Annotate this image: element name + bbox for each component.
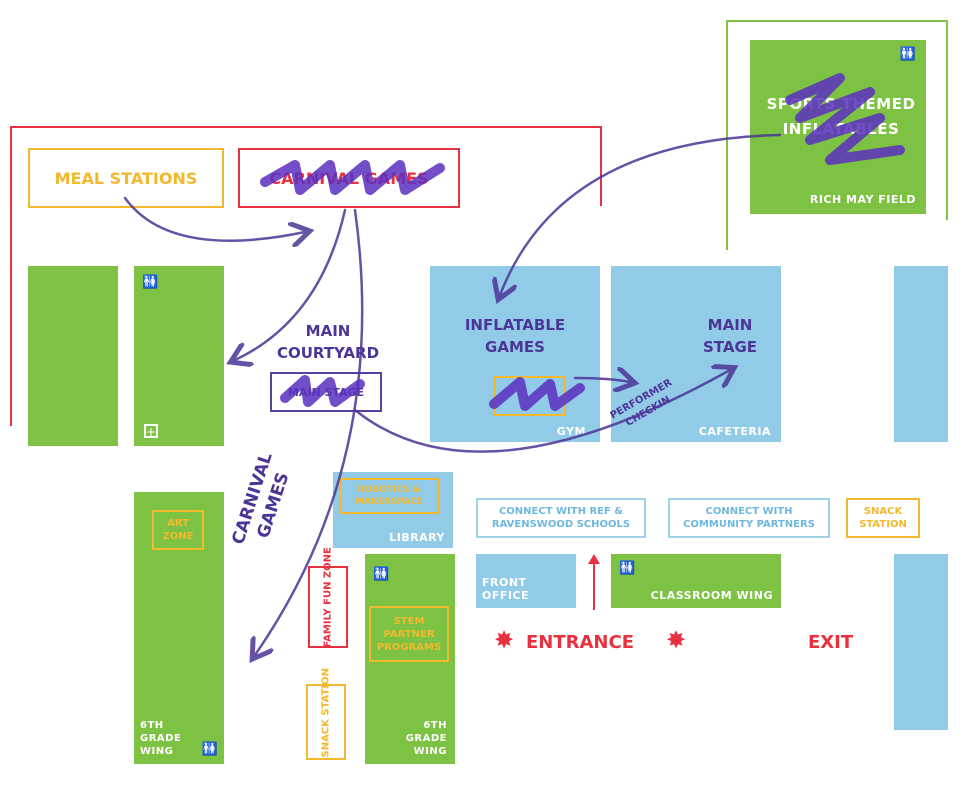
arrow-field-to-gym bbox=[500, 133, 782, 295]
field-boundary-left-ext bbox=[726, 20, 728, 250]
robotics-box: ROBOTICS & MAKERSPACE bbox=[339, 478, 439, 514]
classroom-wing-label: CLASSROOM WING bbox=[650, 589, 773, 602]
cafeteria-building: MAIN STAGE CAFETERIA bbox=[611, 266, 781, 442]
library-label: LIBRARY bbox=[389, 531, 445, 544]
star-icon: ✸ bbox=[494, 626, 515, 654]
snack-station-right-box: SNACK STATION bbox=[846, 498, 920, 538]
main-courtyard-label: MAIN COURTYARD bbox=[276, 322, 380, 362]
classroom-wing-building: 🚻 CLASSROOM WING bbox=[611, 554, 781, 608]
gym-building: INFLATABLE GAMES GYM bbox=[430, 266, 600, 442]
entrance-arrowhead bbox=[588, 554, 600, 564]
first-aid-icon: + bbox=[144, 424, 158, 439]
front-office-label: FRONT OFFICE bbox=[482, 576, 530, 602]
arrow-gym-to-stage bbox=[573, 378, 630, 382]
scribble-field bbox=[785, 73, 905, 165]
sixth-grade-wing-left: ART ZONE 6TH GRADE WING 🚻 bbox=[134, 492, 224, 764]
gym-label: GYM bbox=[556, 425, 586, 438]
building-right-top bbox=[894, 266, 948, 442]
snack-station-left-box: SNACK STATION bbox=[306, 667, 346, 760]
arrow-courtyard-to-cafeteria bbox=[353, 370, 730, 453]
scribble-courtyard bbox=[280, 375, 365, 407]
building-left-1 bbox=[28, 266, 118, 446]
restroom-icon: 🚻 bbox=[619, 561, 636, 576]
entrance-label: ENTRANCE bbox=[526, 632, 634, 653]
scribble-gym bbox=[489, 377, 585, 411]
meal-stations-box: MEAL STATIONS bbox=[28, 148, 224, 208]
cafeteria-label: CAFETERIA bbox=[698, 425, 771, 438]
inflatable-games-label: INFLATABLE GAMES bbox=[464, 316, 566, 356]
star-icon: ✸ bbox=[666, 626, 687, 654]
restroom-icon: 🚻 bbox=[142, 275, 159, 290]
art-zone-box: ART ZONE bbox=[152, 510, 204, 550]
building-right-bottom bbox=[894, 554, 948, 730]
restroom-icon: 🚻 bbox=[201, 742, 218, 757]
connect-community-box: CONNECT WITH COMMUNITY PARTNERS bbox=[668, 498, 830, 538]
entrance-arrow bbox=[593, 558, 595, 610]
restroom-icon: 🚻 bbox=[373, 567, 390, 582]
library-building: ROBOTICS & MAKERSPACE LIBRARY bbox=[333, 472, 453, 548]
arrow-carnival-down bbox=[255, 208, 364, 655]
family-fun-zone-box: FAMILY FUN ZONE bbox=[308, 547, 348, 648]
sixth-grade-wing-left-label: 6TH GRADE WING bbox=[140, 720, 182, 757]
restroom-icon: 🚻 bbox=[899, 47, 916, 62]
building-left-2: 🚻 + bbox=[134, 266, 224, 446]
rich-may-field-label: RICH MAY FIELD bbox=[809, 193, 916, 206]
stem-partner-box: STEM PARTNER PROGRAMS bbox=[369, 606, 449, 662]
exit-label: EXIT bbox=[808, 632, 854, 653]
arrow-carnival-to-left bbox=[235, 208, 347, 360]
sixth-grade-wing-right-label: 6TH GRADE WING bbox=[405, 720, 447, 757]
connect-ref-box: CONNECT WITH REF & RAVENSWOOD SCHOOLS bbox=[476, 498, 646, 538]
main-stage-cafeteria-label: MAIN STAGE bbox=[702, 316, 758, 356]
sixth-grade-wing-right: 🚻 STEM PARTNER PROGRAMS 6TH GRADE WING bbox=[365, 554, 455, 764]
front-office-building: FRONT OFFICE bbox=[476, 554, 576, 608]
scribble-carnival bbox=[260, 160, 445, 195]
arrow-meal-to-carnival bbox=[123, 196, 305, 241]
carnival-area-boundary-left bbox=[10, 126, 12, 426]
